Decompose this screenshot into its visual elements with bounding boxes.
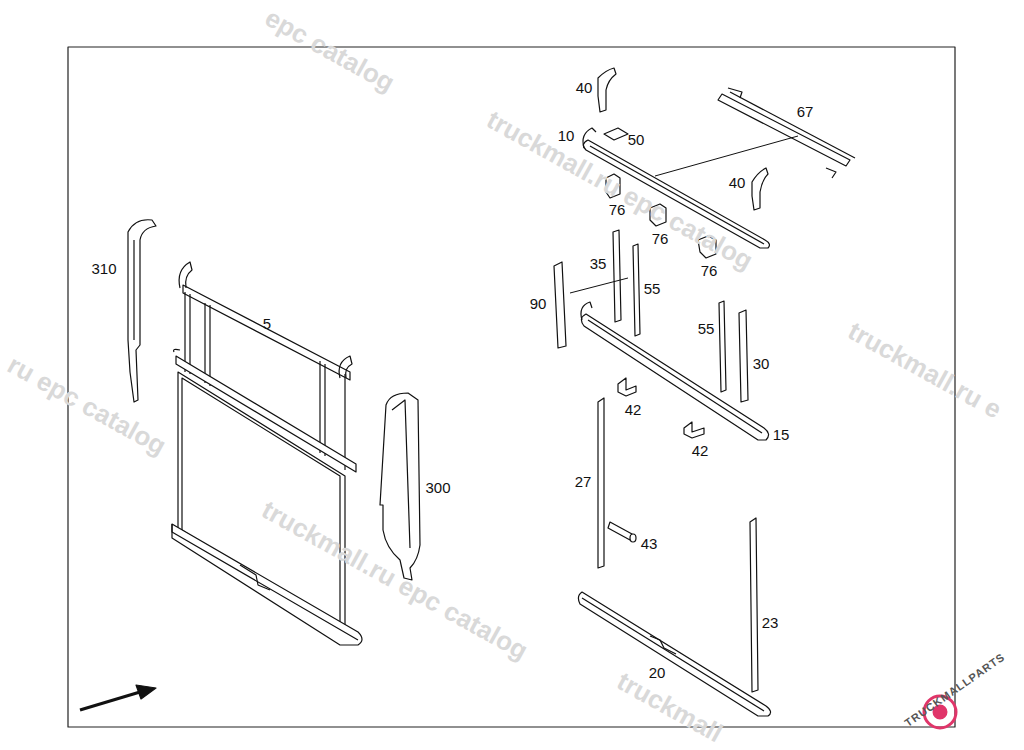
callout-number: 23 xyxy=(762,615,779,630)
callout-number: 76 xyxy=(652,231,669,246)
callout-number: 50 xyxy=(628,132,645,147)
callout-number: 42 xyxy=(692,443,709,458)
callout-number: 40 xyxy=(576,80,593,95)
watermark: epc catalog xyxy=(261,4,399,96)
callout-number: 30 xyxy=(753,356,770,371)
page-frame xyxy=(68,47,955,727)
callout-number: 310 xyxy=(91,261,116,276)
callout-number: 55 xyxy=(698,321,715,336)
callout-number: 300 xyxy=(425,480,450,495)
callout-number: 90 xyxy=(530,296,547,311)
callout-number: 5 xyxy=(263,316,271,331)
callout-number: 76 xyxy=(701,263,718,278)
watermark: ru epc catalog xyxy=(4,351,171,459)
callout-number: 20 xyxy=(649,665,666,680)
callout-number: 55 xyxy=(644,281,661,296)
callout-number: 42 xyxy=(625,402,642,417)
callout-number: 43 xyxy=(641,536,658,551)
callout-number: 67 xyxy=(797,104,814,119)
callout-number: 35 xyxy=(590,256,607,271)
callout-number: 40 xyxy=(729,175,746,190)
callout-number: 10 xyxy=(558,128,575,143)
callout-number: 27 xyxy=(575,474,592,489)
callout-number: 15 xyxy=(773,427,790,442)
watermark: truckmall.ru e xyxy=(844,317,1006,422)
